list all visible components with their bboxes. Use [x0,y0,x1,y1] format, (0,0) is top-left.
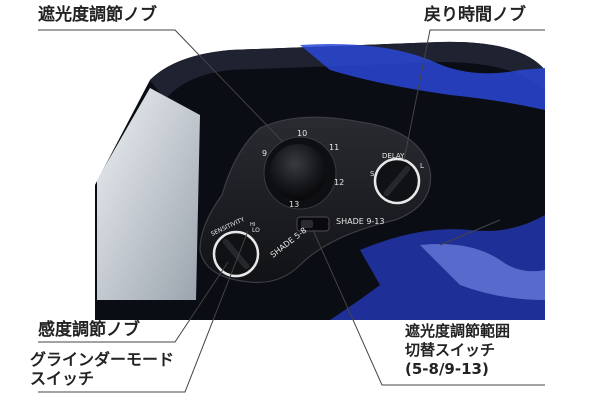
leader-delay [403,29,545,161]
callout-sensitivity-knob: 感度調節ノブ [38,320,140,340]
leader-lines [38,29,545,393]
sens-hi-label: HI [250,222,255,228]
shade-knob[interactable] [263,136,337,210]
callout-shade-knob: 遮光度調節ノブ [38,5,157,25]
delay-labels: DELAY S L [370,152,424,178]
shade-tick: 10 [297,129,307,138]
shade-tick: 12 [334,178,344,187]
sensitivity-knob[interactable] [212,230,260,278]
shade-tick: 13 [289,200,299,209]
leader-shade [38,29,284,143]
delay-label: DELAY [382,152,405,160]
leader-sensitivity [38,261,229,343]
delay-l-label: L [420,162,424,170]
delay-s-label: S [370,170,375,178]
sens-lo-label: LO [252,227,260,234]
delay-knob[interactable] [373,157,421,205]
lens-window [97,88,200,300]
leader-range [312,229,545,386]
shade-tick: 9 [262,149,267,158]
callout-grinder-switch: グラインダーモード スイッチ [30,350,175,388]
leader-grinder [38,230,249,393]
shade-upper-label: SHADE 9-13 [336,217,384,226]
callout-range-switch: 遮光度調節範囲 切替スイッチ (5-8/9-13) [405,322,511,378]
shade-tick-labels: 9 10 11 12 13 [262,129,344,209]
leader-extra [439,219,501,246]
shade-tick: 11 [329,143,339,152]
callout-delay-knob: 戻り時間ノブ [424,5,526,25]
